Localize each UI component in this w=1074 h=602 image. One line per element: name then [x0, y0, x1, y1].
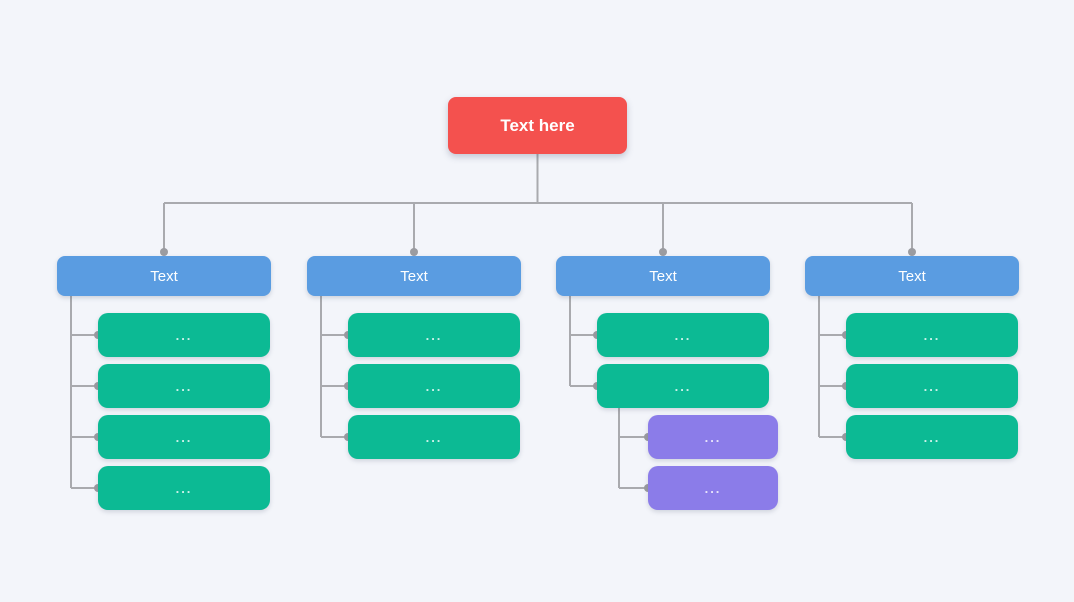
branch-node[interactable]: Text	[307, 256, 521, 296]
subleaf-node[interactable]: ...	[648, 415, 778, 459]
leaf-node[interactable]: ...	[846, 313, 1018, 357]
leaf-node[interactable]: ...	[348, 364, 520, 408]
leaf-node[interactable]: ...	[348, 313, 520, 357]
leaf-node[interactable]: ...	[597, 364, 769, 408]
leaf-node[interactable]: ...	[98, 313, 270, 357]
leaf-node[interactable]: ...	[98, 364, 270, 408]
leaf-node[interactable]: ...	[846, 364, 1018, 408]
leaf-node[interactable]: ...	[348, 415, 520, 459]
subleaf-node[interactable]: ...	[648, 466, 778, 510]
branch-node[interactable]: Text	[556, 256, 770, 296]
leaf-node[interactable]: ...	[597, 313, 769, 357]
branch-node[interactable]: Text	[805, 256, 1019, 296]
branch-node[interactable]: Text	[57, 256, 271, 296]
leaf-node[interactable]: ...	[98, 415, 270, 459]
root-node[interactable]: Text here	[448, 97, 627, 154]
leaf-node[interactable]: ...	[98, 466, 270, 510]
leaf-node[interactable]: ...	[846, 415, 1018, 459]
